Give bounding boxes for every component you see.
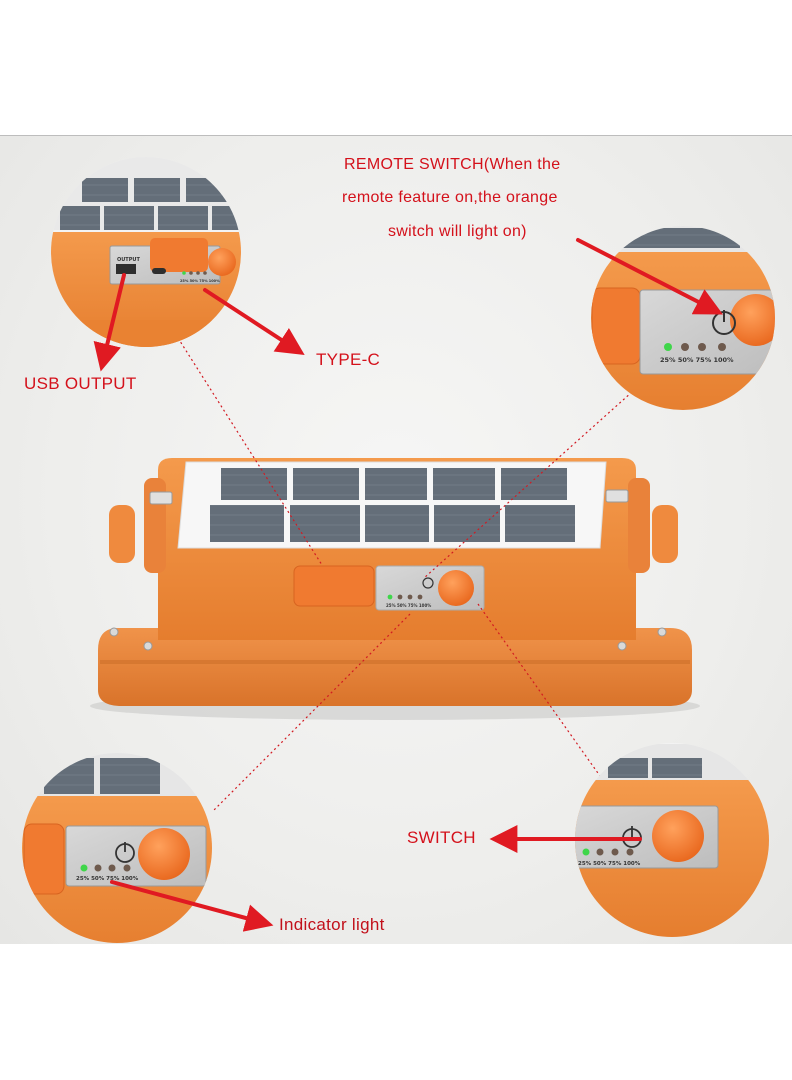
callout-arrows xyxy=(93,238,723,932)
zoom-remote-switch: 25% 50% 75% 100% xyxy=(591,226,775,410)
indicator-light-label: Indicator light xyxy=(279,915,385,934)
svg-text:25% 50% 75% 100%: 25% 50% 75% 100% xyxy=(180,279,220,283)
solar-panel xyxy=(210,468,575,542)
svg-text:25% 50% 75% 100%: 25% 50% 75% 100% xyxy=(76,876,139,882)
remote-switch-label-line-3: switch will light on) xyxy=(388,223,527,240)
switch-label: SWITCH xyxy=(407,828,476,847)
usb-output-label: USB OUTPUT xyxy=(24,374,137,393)
svg-text:25% 50% 75% 100%: 25% 50% 75% 100% xyxy=(386,603,431,608)
leader-lines xyxy=(177,337,633,813)
remote-switch-label-line-2: remote feature on,the orange xyxy=(342,189,558,206)
frame-top-rule xyxy=(0,135,792,136)
svg-text:25% 50% 75% 100%: 25% 50% 75% 100% xyxy=(578,861,641,867)
indicator-light-arrow-icon xyxy=(110,880,274,932)
zoom-switch: 25% 50% 75% 100% xyxy=(575,743,769,937)
output-port-label: OUTPUT xyxy=(117,257,140,263)
type-c-arrow-icon xyxy=(203,288,305,356)
solar-light-main: 25% 50% 75% 100% xyxy=(90,458,700,720)
type-c-label: TYPE-C xyxy=(316,350,381,369)
remote-switch-arrow-icon xyxy=(576,238,723,315)
svg-text:25% 50% 75% 100%: 25% 50% 75% 100% xyxy=(660,356,734,364)
zoom-indicator-light: 25% 50% 75% 100% xyxy=(22,753,212,943)
remote-switch-label-line-1: REMOTE SWITCH(When the xyxy=(344,156,561,173)
zoom-usb-ports: OUTPUT 25% 50% 75% 100% xyxy=(51,157,241,347)
usb-output-arrow-icon xyxy=(93,273,126,372)
